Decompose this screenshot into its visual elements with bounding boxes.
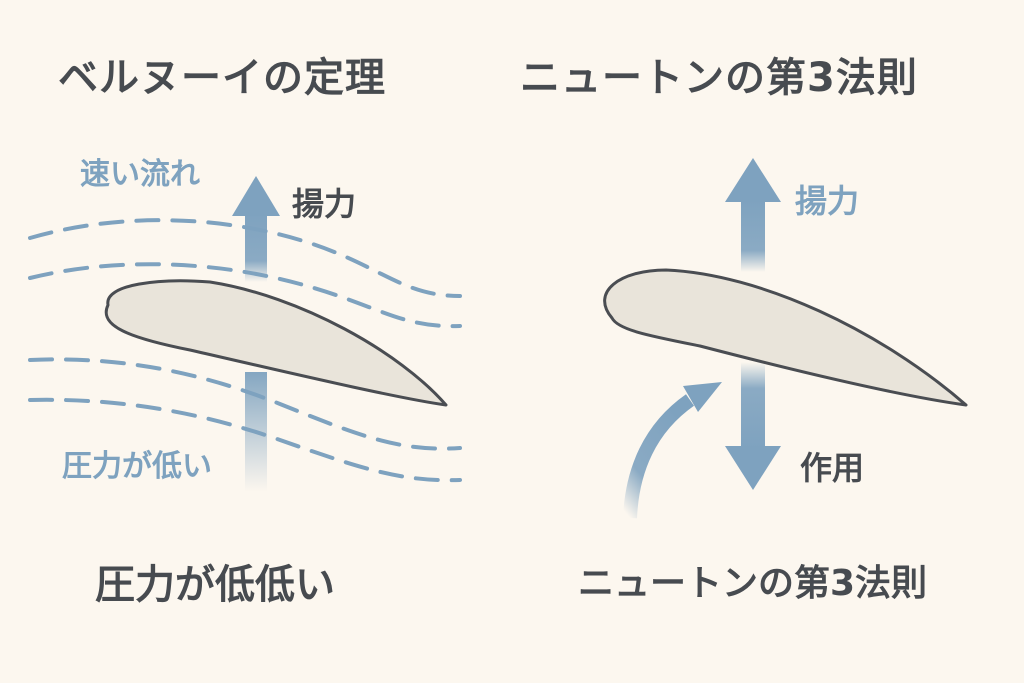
streamline-3: [28, 357, 462, 451]
newton-caption: ニュートンの第3法則: [578, 563, 928, 604]
fast-flow-label: 速い流れ: [80, 157, 200, 192]
deflection-curve: [623, 394, 695, 519]
action-arrow-shaft: [741, 362, 765, 450]
newton-title: ニュートンの第3法則: [520, 55, 918, 101]
streamline-4: [28, 397, 462, 483]
low-pressure-label: 圧力が低い: [62, 449, 212, 484]
action-label: 作用: [800, 449, 865, 487]
deflection-curve-arrow: [623, 382, 722, 519]
newton-lift-label: 揚力: [795, 182, 860, 220]
lift-arrow-head: [232, 176, 280, 216]
streamline-1: [28, 218, 462, 298]
newton-airfoil: [603, 268, 968, 407]
bernoulli-airfoil: [104, 279, 448, 407]
newton-lift-arrow-shaft: [741, 200, 765, 272]
newton-action-arrow: [725, 362, 781, 490]
newton-lift-arrow: [725, 158, 781, 272]
lift-arrow-shaft-upper: [245, 212, 267, 282]
bernoulli-lift-arrow: [232, 176, 280, 492]
bernoulli-caption: 圧力が低低い: [95, 562, 335, 608]
action-arrow-head: [725, 446, 781, 490]
deflection-arrow-head: [683, 382, 722, 412]
bernoulli-title: ベルヌーイの定理: [58, 55, 386, 101]
streamline-2: [28, 262, 462, 329]
newton-lift-arrow-head: [725, 158, 781, 202]
streamlines: [28, 218, 462, 483]
bernoulli-lift-label: 揚力: [292, 185, 357, 223]
lift-arrow-shaft-lower: [245, 372, 267, 492]
